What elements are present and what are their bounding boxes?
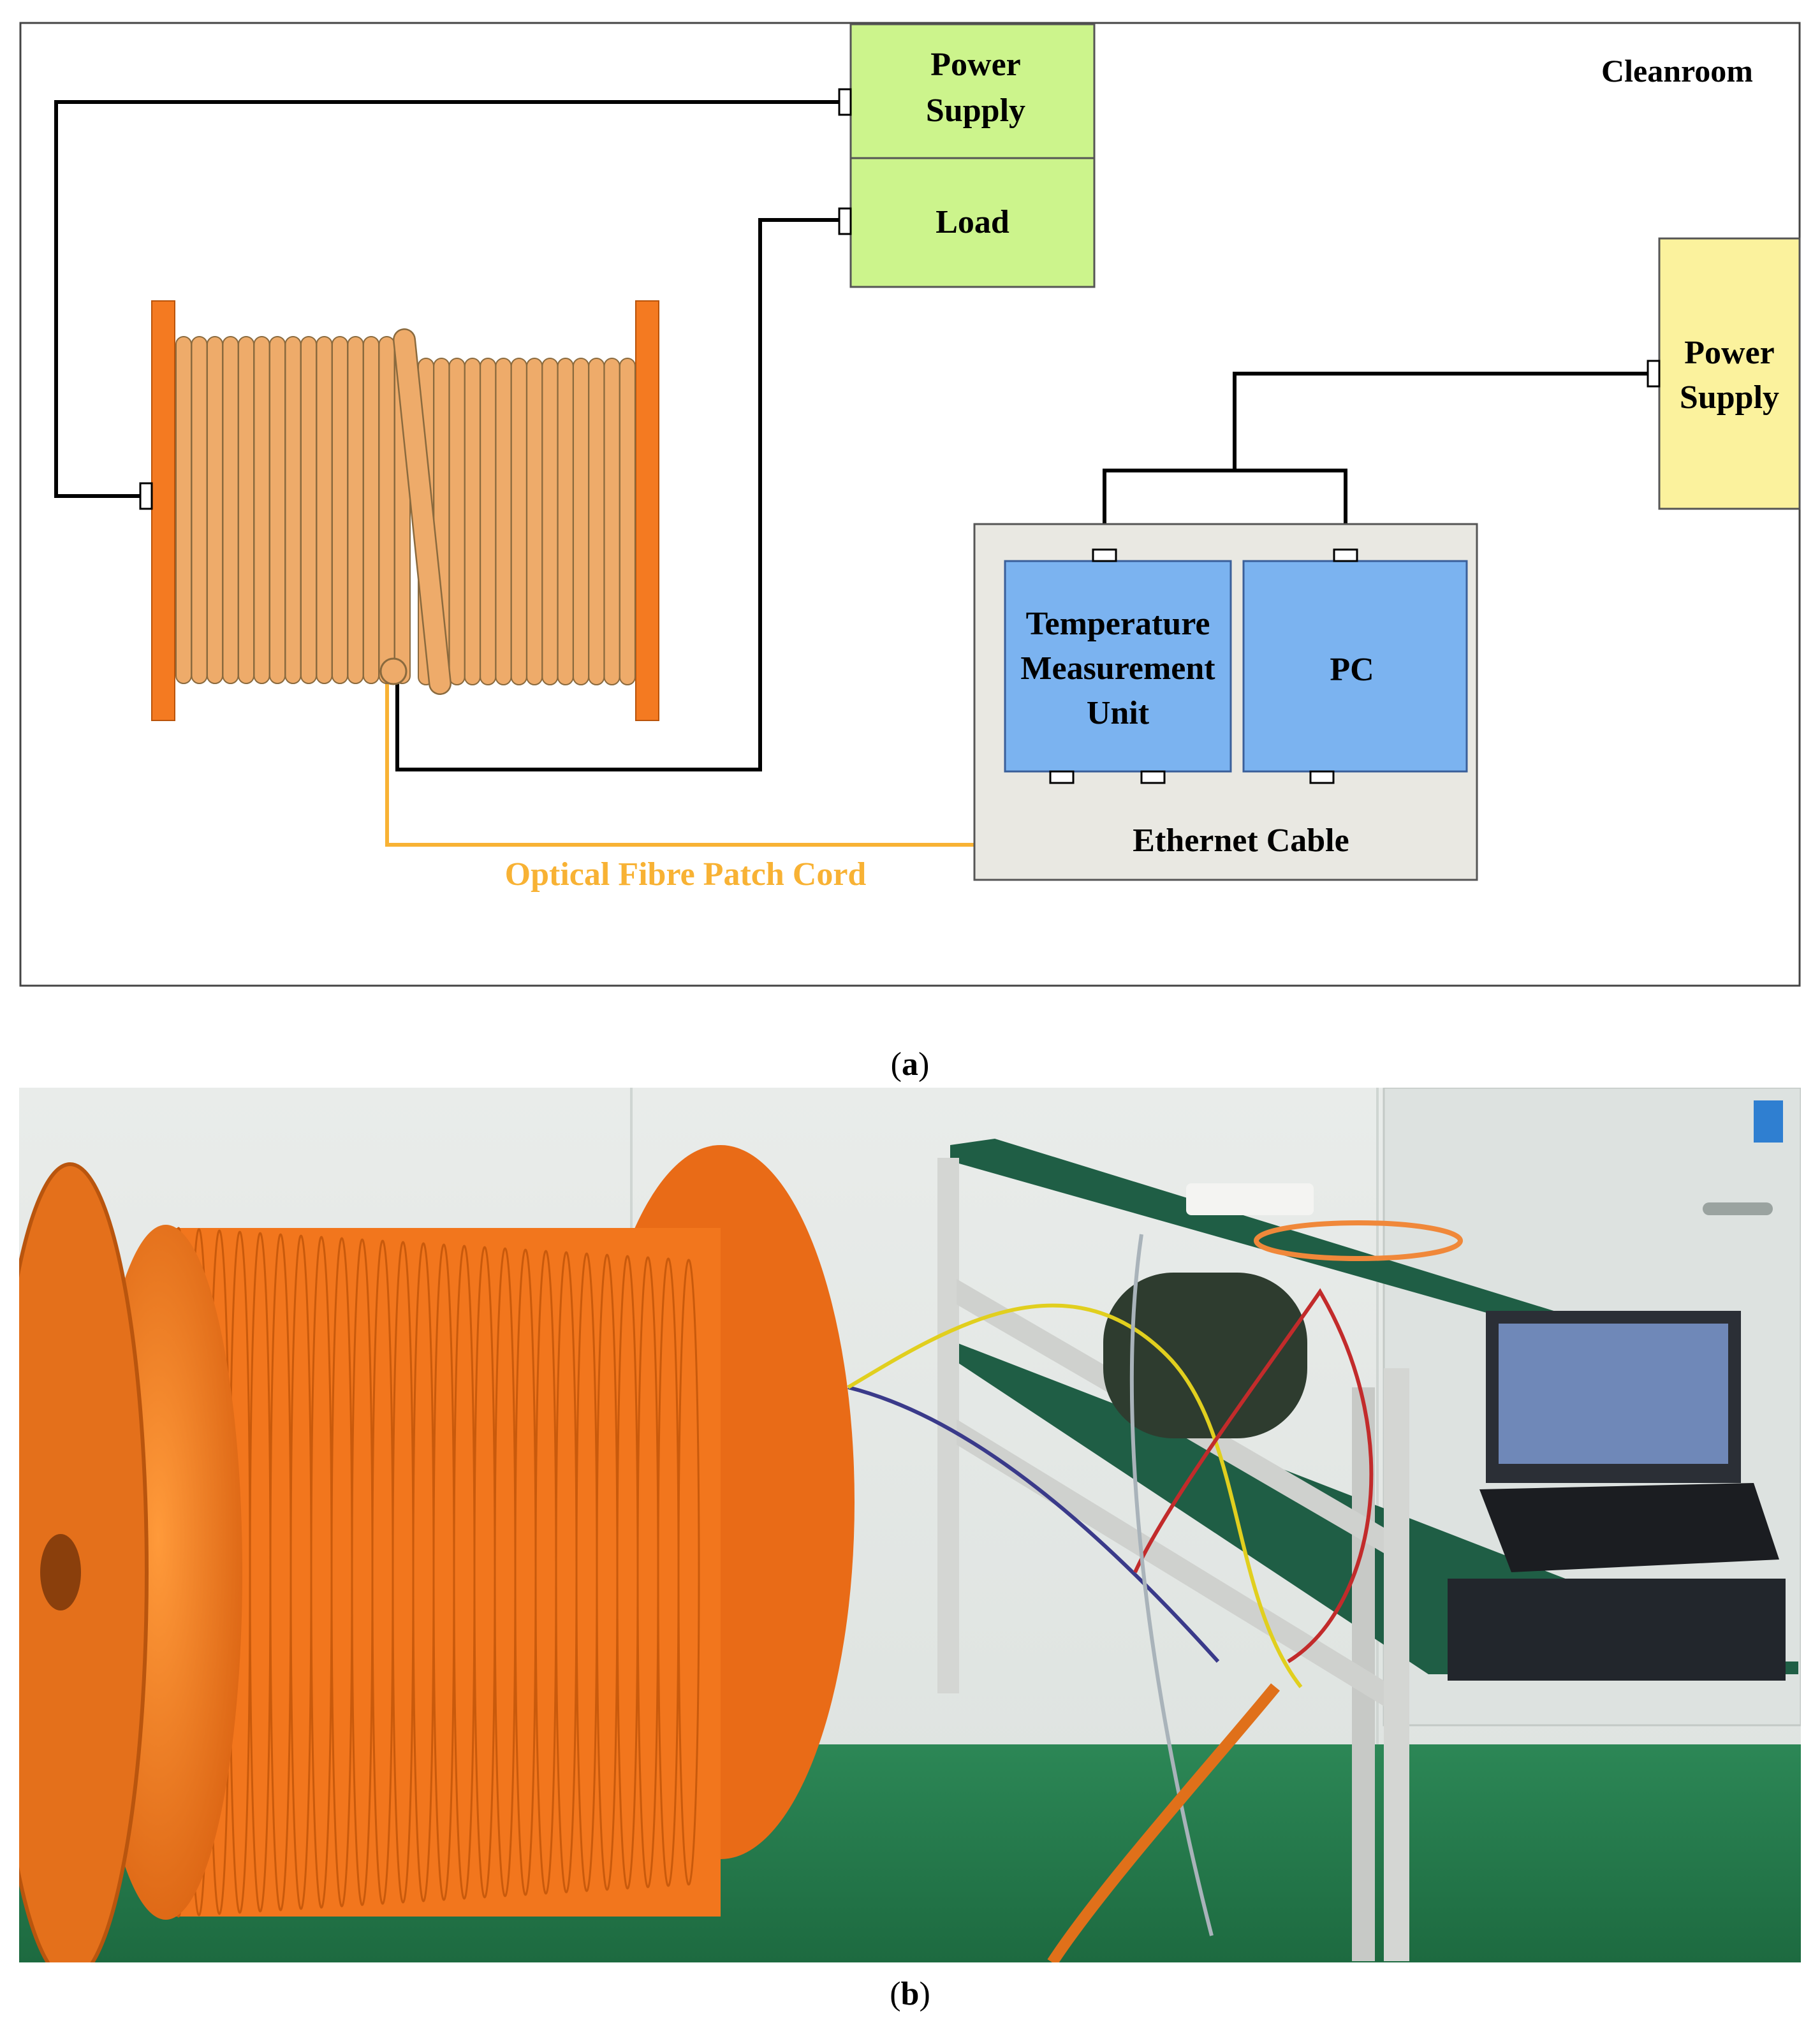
fibre-coil bbox=[1254, 1220, 1463, 1261]
power-supply-right-box bbox=[1658, 237, 1801, 510]
power-strip bbox=[1186, 1183, 1314, 1215]
power-supply-right-label-2: Supply bbox=[1680, 379, 1779, 416]
dark-reel bbox=[1103, 1273, 1307, 1438]
pc-box bbox=[1242, 560, 1468, 773]
cable-winding-turn bbox=[222, 336, 239, 684]
power-supply-top-label-2: Supply bbox=[926, 92, 1025, 129]
cable-winding-turn bbox=[464, 358, 481, 685]
pc-label: PC bbox=[1330, 652, 1374, 688]
ethernet-cable-label: Ethernet Cable bbox=[1133, 822, 1349, 859]
bench-leg bbox=[1384, 1368, 1409, 1961]
measurement-unit-device bbox=[1448, 1579, 1786, 1681]
cable-winding-turn bbox=[588, 358, 605, 685]
cable-winding-turn bbox=[480, 358, 497, 685]
cable-winding-turn bbox=[347, 336, 364, 684]
crossover-cable-turn-fill bbox=[394, 330, 450, 694]
caption-b-close: ) bbox=[919, 1976, 930, 2012]
cable-winding-turn bbox=[300, 336, 317, 684]
caption-a: (a) bbox=[0, 1046, 1820, 1083]
cable-winding-turn bbox=[332, 336, 348, 684]
drum-flange-right bbox=[635, 300, 659, 721]
caption-a-letter: a bbox=[902, 1046, 918, 1083]
power-supply-top-label-1: Power bbox=[930, 47, 1020, 83]
photo-cable-winding bbox=[677, 1259, 700, 1886]
tmu-label-3: Unit bbox=[1087, 695, 1150, 731]
caption-b-open: ( bbox=[890, 1976, 901, 2012]
cable-winding-turn bbox=[448, 358, 466, 685]
connector-port bbox=[1092, 548, 1117, 562]
tmu-label-1: Temperature bbox=[1026, 606, 1210, 642]
optical-fibre-label: Optical Fibre Patch Cord bbox=[505, 856, 867, 893]
cable-winding-turn bbox=[526, 358, 543, 685]
cable-winding-turn bbox=[619, 358, 636, 685]
cable-drum bbox=[139, 300, 659, 721]
cable-winding-turn bbox=[238, 336, 254, 684]
laptop-display-area bbox=[1499, 1324, 1728, 1464]
connector-port bbox=[838, 207, 852, 235]
cable-winding-turn bbox=[573, 358, 589, 685]
connector-port bbox=[139, 482, 153, 510]
temperature-measurement-unit-box bbox=[1004, 560, 1232, 773]
cable-winding-turn bbox=[253, 336, 270, 684]
caption-b: (b) bbox=[0, 1975, 1820, 2013]
laptop-keyboard bbox=[1479, 1483, 1779, 1572]
connector-port bbox=[1647, 360, 1661, 388]
cable-winding-turn bbox=[495, 358, 512, 685]
connector-port bbox=[1309, 770, 1335, 784]
drum-front-flange bbox=[19, 1162, 149, 1962]
door-handle-icon bbox=[1703, 1202, 1773, 1215]
bench-rail bbox=[957, 1419, 1384, 1706]
power-supply-right-label-1: Power bbox=[1684, 335, 1774, 371]
cable-winding-turn bbox=[316, 336, 333, 684]
tmu-label-2: Measurement bbox=[1020, 650, 1215, 687]
cable-winding-turn bbox=[191, 336, 208, 684]
cable-winding-turn bbox=[541, 358, 559, 685]
caption-a-open: ( bbox=[890, 1046, 902, 1083]
connector-port bbox=[1140, 770, 1166, 784]
cable-end bbox=[379, 657, 407, 685]
cable-winding-turn bbox=[510, 358, 527, 685]
cable-winding-turn bbox=[603, 358, 620, 685]
connector-port bbox=[1049, 770, 1075, 784]
sign-icon bbox=[1754, 1100, 1783, 1143]
cable-winding-turn bbox=[284, 336, 302, 684]
photo-cable-windings bbox=[167, 1227, 700, 1918]
connector-port bbox=[838, 88, 852, 116]
bench-top bbox=[950, 1139, 1626, 1352]
drum-hub bbox=[40, 1534, 81, 1610]
experimental-setup-photo bbox=[19, 1088, 1801, 1962]
cable-winding-turn bbox=[363, 336, 379, 684]
cable-winding-turn bbox=[557, 358, 574, 685]
drum-flange-left bbox=[151, 300, 175, 721]
cable-winding-turn bbox=[207, 336, 223, 684]
caption-a-close: ) bbox=[918, 1046, 930, 1083]
load-label: Load bbox=[936, 204, 1009, 240]
connector-port bbox=[1333, 548, 1358, 562]
power-supply-top-box bbox=[849, 23, 1096, 159]
photo-cable-drum bbox=[19, 1145, 855, 1962]
cleanroom-label: Cleanroom bbox=[1601, 53, 1753, 89]
photo-wires bbox=[847, 1234, 1374, 1962]
cable-winding-turn bbox=[175, 336, 192, 684]
cable-winding-turn bbox=[269, 336, 286, 684]
experimental-setup-schematic: Cleanroom Power Supply Load Power Supply… bbox=[19, 22, 1801, 987]
drum-windings-body bbox=[159, 1228, 721, 1917]
cable-winding-turn bbox=[378, 336, 395, 684]
caption-b-letter: b bbox=[900, 1976, 920, 2012]
